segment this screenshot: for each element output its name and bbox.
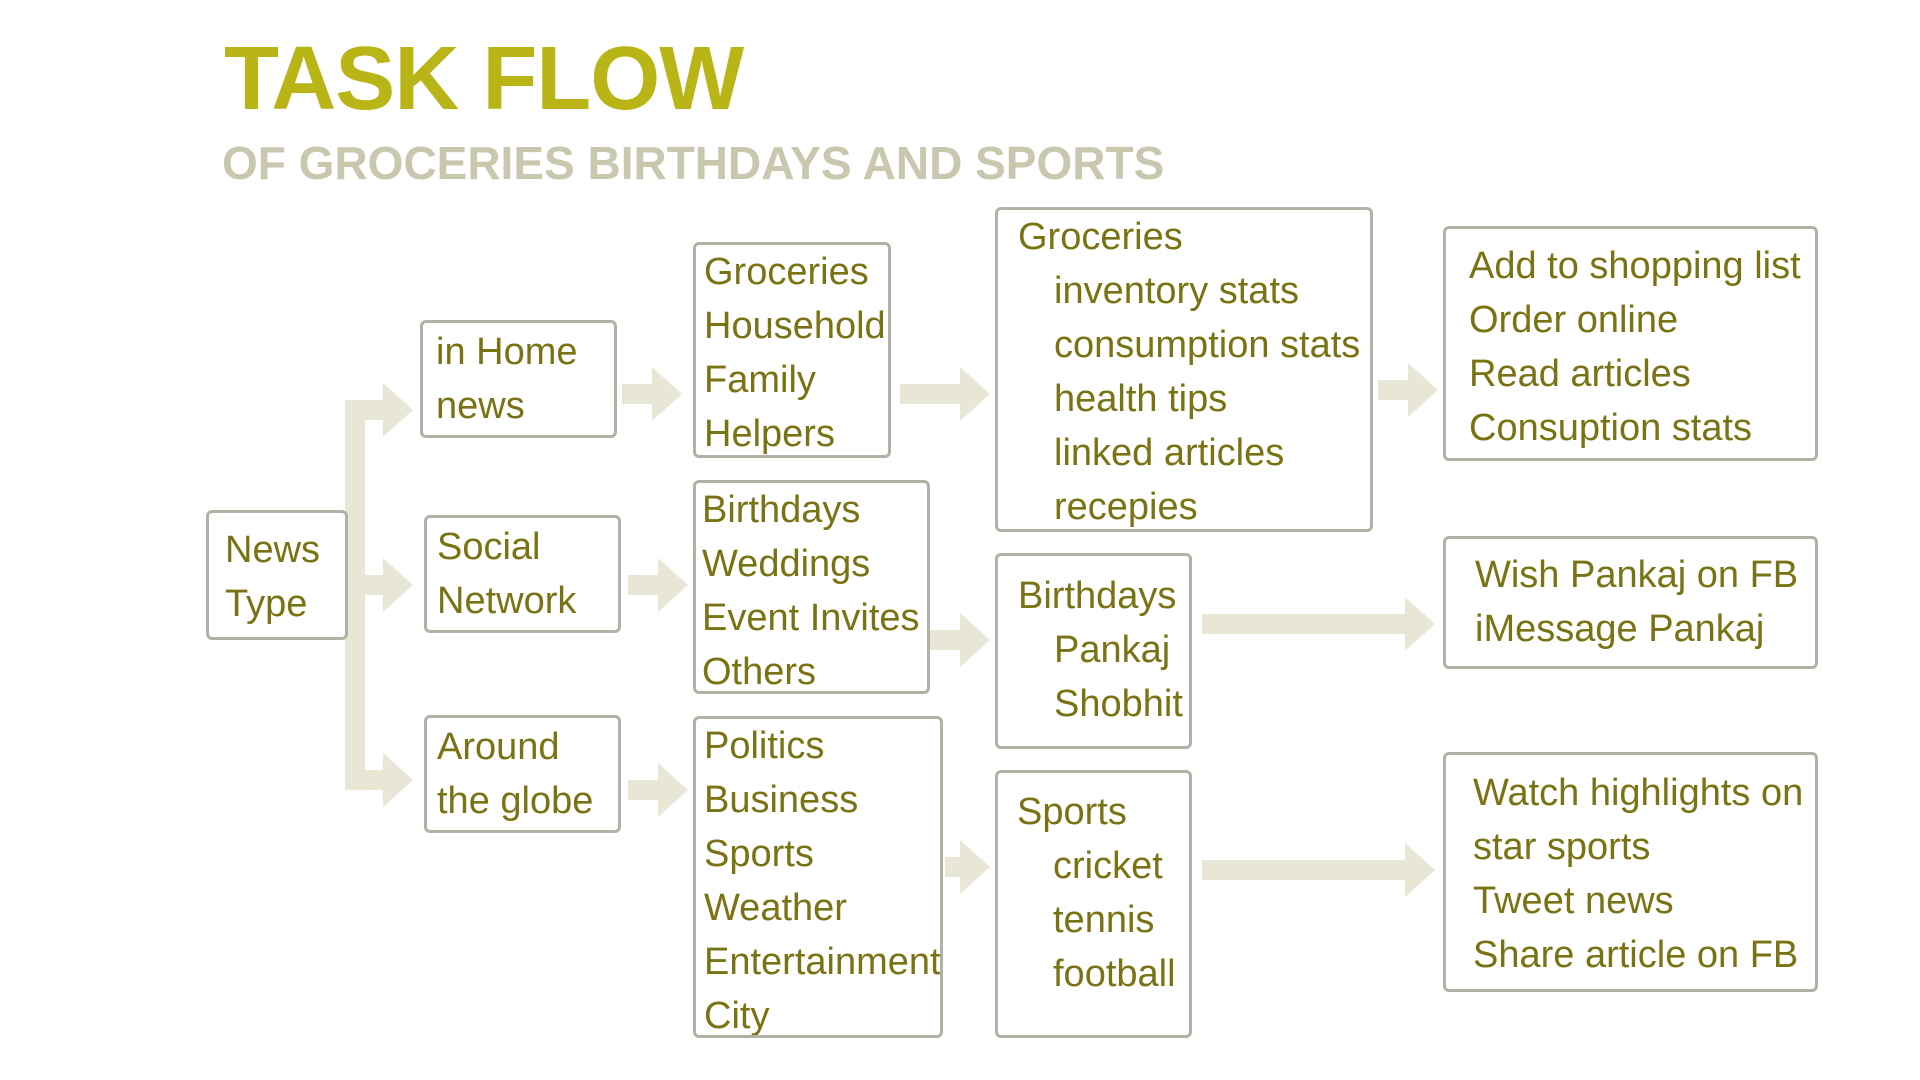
node-heading: Groceries (1018, 216, 1183, 258)
node-line: Type (225, 583, 308, 625)
social-categories-to-birthdays-shaft (930, 630, 960, 650)
in-home-news-node: in Home news (420, 320, 617, 438)
node-sub-item: ... (1053, 1007, 1085, 1038)
node-sub-item: health tips (1054, 378, 1228, 420)
branch-globe-connector (345, 770, 385, 790)
birthdays-actions-node: Wish Pankaj on FB iMessage Pankaj (1443, 536, 1818, 669)
node-line: Share article on FB (1473, 934, 1799, 976)
node-line: Weddings (702, 543, 871, 585)
node-line: Weather (704, 887, 847, 929)
node-line: Business (704, 779, 859, 821)
node-line: Watch highlights on (1473, 772, 1804, 814)
trunk-vertical-connector (345, 400, 365, 790)
node-sub-item: cricket (1053, 845, 1163, 887)
arrow-to-social-network (383, 558, 413, 612)
node-line: Wish Pankaj on FB (1475, 554, 1799, 596)
groceries-to-actions-shaft (1378, 380, 1408, 400)
arrow-to-birthdays-detail (960, 613, 990, 667)
arrow-to-sports-detail (960, 840, 990, 894)
node-line: Tweet news (1473, 880, 1674, 922)
arrow-to-groceries-detail (960, 367, 990, 421)
node-line: the globe (437, 780, 594, 822)
node-line: Birthdays (702, 489, 861, 531)
arrow-to-birthdays-actions (1405, 597, 1435, 651)
node-line: Around (437, 726, 560, 768)
node-sub-item: football (1053, 953, 1176, 995)
node-line: Add to shopping list (1469, 245, 1801, 287)
node-line: News (225, 529, 321, 571)
groceries-detail-node: Groceries inventory stats consumption stat… (995, 207, 1373, 532)
node-line: Order online (1469, 299, 1679, 341)
slide-title: TASK FLOW (224, 29, 744, 129)
node-line: in Home (436, 331, 578, 373)
node-line: Groceries (704, 251, 869, 293)
birthdays-to-actions-shaft (1202, 614, 1407, 634)
node-line: Read articles (1469, 353, 1691, 395)
home-categories-to-groceries-shaft (900, 384, 960, 404)
node-line: star sports (1473, 826, 1651, 868)
node-heading: Birthdays (1018, 575, 1177, 617)
node-line: Event Invites (702, 597, 920, 639)
home-to-categories-shaft (622, 384, 652, 404)
branch-home-connector (345, 400, 385, 420)
node-sub-item: Shobhit (1054, 683, 1183, 725)
arrow-to-sports-actions (1405, 843, 1435, 897)
slide-subtitle: OF GROCERIES BIRTHDAYS AND SPORTS (222, 137, 1165, 189)
arrow-to-in-home-news (383, 383, 413, 437)
globe-categories-to-sports-shaft (945, 857, 960, 877)
node-line: Social (437, 526, 541, 568)
arrow-to-globe-categories (658, 763, 688, 817)
globe-to-categories-shaft (628, 780, 658, 800)
node-line: Sports (704, 833, 814, 875)
node-sub-item: linked articles (1054, 432, 1285, 474)
arrow-to-home-categories (652, 367, 682, 421)
node-line: Entertainment (704, 941, 941, 983)
node-line: iMessage Pankaj (1475, 608, 1765, 650)
node-line: Politics (704, 725, 825, 767)
arrow-to-social-categories (658, 558, 688, 612)
node-line: Network (437, 580, 577, 622)
node-line: Family (704, 359, 816, 401)
node-heading: Sports (1017, 791, 1127, 833)
node-line: City (704, 995, 770, 1037)
branch-social-connector (365, 575, 385, 595)
node-line: Others (702, 651, 817, 693)
node-sub-item: consumption stats (1054, 324, 1361, 366)
node-line: Consuption stats (1469, 407, 1753, 449)
arrow-to-groceries-actions (1408, 363, 1438, 417)
arrow-to-around-the-globe (383, 753, 413, 807)
sports-to-actions-shaft (1202, 860, 1407, 880)
node-line: Helpers (704, 413, 835, 455)
node-sub-item: Pankaj (1054, 629, 1171, 671)
node-line: Household (704, 305, 886, 347)
node-sub-item: inventory stats (1054, 270, 1299, 312)
node-sub-item: tennis (1053, 899, 1155, 941)
social-to-categories-shaft (628, 575, 658, 595)
node-sub-item: recepies (1054, 486, 1198, 528)
around-the-globe-node: Around the globe (424, 715, 621, 833)
sports-detail-node: Sports cricket tennis football... (995, 770, 1192, 1038)
node-line: news (436, 385, 525, 427)
